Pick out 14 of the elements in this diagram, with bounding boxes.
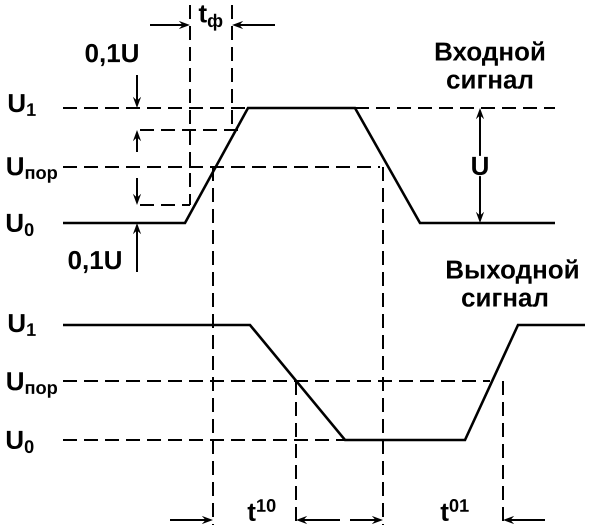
axis-label: t$^{10}$ [246,498,278,522]
axis-label: U$_{пор}$ [7,157,57,183]
axis-label: t$_{ф}$ [198,5,222,31]
axis-label: U [470,156,490,176]
axis-label: t$^{01}$ [439,498,471,522]
axis-label: U$_{1}$ [8,94,36,116]
axis-label: 0,1U [68,250,121,274]
axis-label: U$_{1}$ [8,314,36,336]
axis-label: U$_{0}$ [6,430,34,454]
axis-label: Входной сигнал [429,40,551,90]
axis-label: U$_{пор}$ [7,372,57,398]
axis-label: 0,1U [86,44,138,66]
axis-label: U$_{0}$ [6,214,34,236]
axis-label: Выходной сигнал [444,258,578,308]
